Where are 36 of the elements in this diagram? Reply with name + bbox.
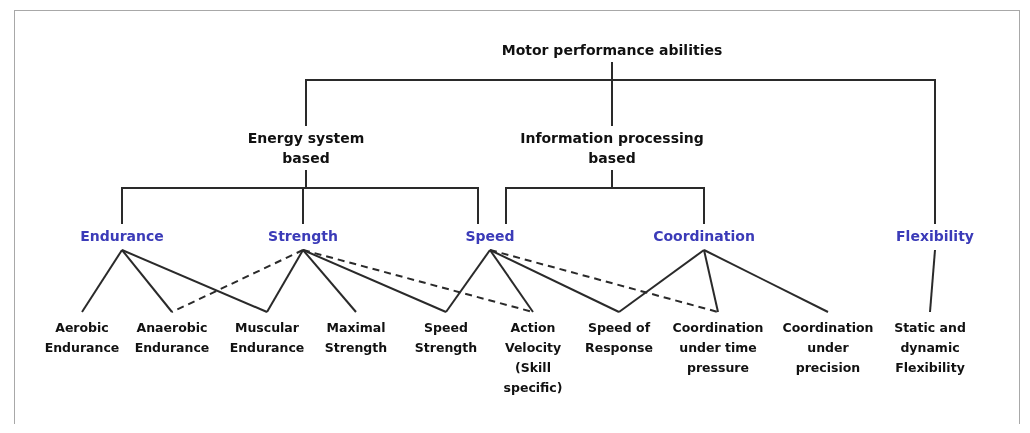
- ability-label: Action Velocity (Skill specific): [498, 318, 568, 398]
- connector-line: [445, 249, 491, 313]
- connector-line: [302, 249, 357, 313]
- connector-line: [121, 249, 173, 313]
- ability-label: Muscular Endurance: [220, 318, 314, 358]
- connector-line: [121, 249, 268, 313]
- category-label: Strength: [248, 226, 358, 246]
- connector-line: [611, 61, 936, 225]
- category-label: Speed: [445, 226, 535, 246]
- connector-line: [305, 169, 479, 225]
- connector-line: [703, 249, 719, 313]
- ability-label: Speed Strength: [405, 318, 487, 358]
- connector-line: [489, 249, 534, 313]
- connector-line: [302, 249, 447, 313]
- ability-label: Anaerobic Endurance: [127, 318, 217, 358]
- category-label: Coordination: [639, 226, 769, 246]
- group-label: Motor performance abilities: [482, 40, 742, 60]
- group-label: Energy system based: [231, 128, 381, 168]
- connector-line: [81, 249, 123, 313]
- connector-line: [266, 249, 304, 313]
- dashed-connector: [489, 249, 719, 313]
- ability-label: Coordination under precision: [778, 318, 878, 378]
- connector-line: [611, 169, 705, 225]
- ability-label: Speed of Response: [578, 318, 660, 358]
- ability-label: Aerobic Endurance: [41, 318, 123, 358]
- group-label: Information processing based: [497, 128, 727, 168]
- category-label: Flexibility: [880, 226, 990, 246]
- connector-line: [929, 249, 936, 313]
- connector-line: [618, 249, 705, 313]
- ability-label: Coordination under time pressure: [662, 318, 774, 378]
- dashed-connector: [171, 249, 304, 313]
- ability-label: Static and dynamic Flexibility: [880, 318, 980, 378]
- connector-line: [489, 249, 620, 313]
- connector-line: [703, 249, 829, 313]
- category-label: Endurance: [67, 226, 177, 246]
- ability-label: Maximal Strength: [315, 318, 397, 358]
